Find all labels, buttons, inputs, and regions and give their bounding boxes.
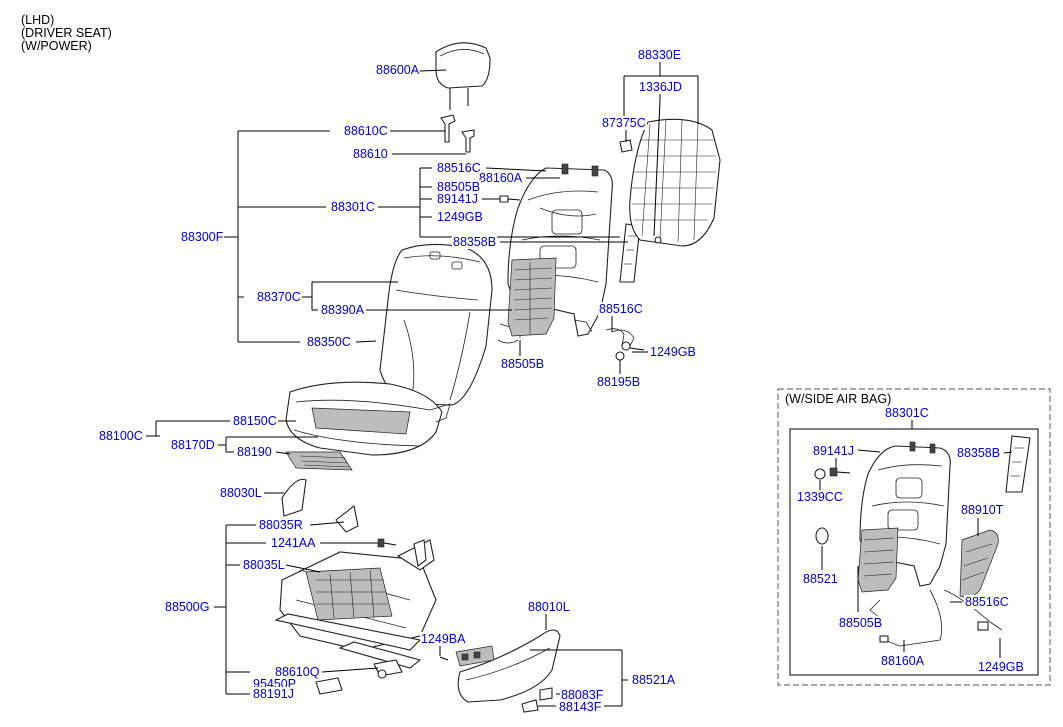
callout-88350c[interactable]: 88350C xyxy=(306,335,352,349)
callout-88191j[interactable]: 88191J xyxy=(252,687,296,701)
inset-callout-1339cc[interactable]: 1339CC xyxy=(796,490,844,504)
inset-callout-88358b[interactable]: 88358B xyxy=(956,446,1002,460)
callout-1336jd[interactable]: 1336JD xyxy=(638,80,684,94)
callout-1249gb-top[interactable]: 1249GB xyxy=(436,210,484,224)
back-board-drawing xyxy=(619,118,721,247)
callout-88300f[interactable]: 88300F xyxy=(180,230,225,244)
callout-88150c[interactable]: 88150C xyxy=(232,414,278,428)
callout-1249gb-mid[interactable]: 1249GB xyxy=(649,345,697,359)
seat-track-drawing xyxy=(274,539,437,669)
callout-1249ba[interactable]: 1249BA xyxy=(420,632,467,646)
inset-callout-88516c[interactable]: 88516C xyxy=(964,595,1010,609)
callout-1241aa[interactable]: 1241AA xyxy=(270,536,317,550)
inset-callout-88521[interactable]: 88521 xyxy=(802,572,839,586)
inset-title: (W/SIDE AIR BAG) xyxy=(784,392,893,406)
inset-callout-88505b[interactable]: 88505B xyxy=(838,616,884,630)
callout-88600a[interactable]: 88600A xyxy=(375,63,421,77)
callout-88170d[interactable]: 88170D xyxy=(170,438,216,452)
callout-88505b-top[interactable]: 88505B xyxy=(436,180,482,194)
callout-88035r[interactable]: 88035R xyxy=(258,518,304,532)
callout-88083f[interactable]: 88083F xyxy=(560,688,605,702)
callout-88035l[interactable]: 88035L xyxy=(242,558,286,572)
callout-88516c-mid[interactable]: 88516C xyxy=(598,302,644,316)
inset-drawing xyxy=(777,388,1051,686)
callout-88610[interactable]: 88610 xyxy=(352,147,389,161)
callout-88195b[interactable]: 88195B xyxy=(596,375,642,389)
motor-module-drawing xyxy=(315,659,403,695)
note-power: (W/POWER) xyxy=(21,39,92,53)
callout-88100c[interactable]: 88100C xyxy=(98,429,144,443)
callout-88160a-top[interactable]: 88160A xyxy=(478,171,524,185)
leader-lines xyxy=(146,62,699,707)
inset-callout-1249gb[interactable]: 1249GB xyxy=(977,660,1025,674)
side-shield-88030l-drawing xyxy=(281,478,307,517)
cushion-mat-drawing xyxy=(285,451,353,471)
inset-callout-88160a[interactable]: 88160A xyxy=(880,654,926,668)
callout-88505b-mid[interactable]: 88505B xyxy=(500,357,546,371)
callout-88390a[interactable]: 88390A xyxy=(320,303,366,317)
callout-88010l[interactable]: 88010L xyxy=(527,600,571,614)
callout-88330e[interactable]: 88330E xyxy=(637,48,683,62)
callout-88610c[interactable]: 88610C xyxy=(343,124,389,138)
seat-cushion-drawing xyxy=(285,381,451,456)
callout-88610q[interactable]: 88610Q xyxy=(274,665,321,679)
callout-88030l[interactable]: 88030L xyxy=(219,486,263,500)
inset-callout-88910t[interactable]: 88910T xyxy=(960,503,1005,517)
callout-88521a[interactable]: 88521A xyxy=(631,673,677,687)
callout-88143f[interactable]: 88143F xyxy=(558,700,603,714)
callout-88500g[interactable]: 88500G xyxy=(164,600,211,614)
bolt-1241aa-drawing xyxy=(377,538,397,548)
seatback-cover-drawing xyxy=(379,243,493,406)
outer-shield-88010l-drawing xyxy=(439,629,561,713)
note-lhd: (LHD) xyxy=(21,13,55,27)
headrest-drawing xyxy=(435,42,491,153)
callout-89141j-top[interactable]: 89141J xyxy=(436,192,480,206)
callout-87375c[interactable]: 87375C xyxy=(601,116,647,130)
inset-callout-89141j[interactable]: 89141J xyxy=(812,444,856,458)
bracket-88035r-drawing xyxy=(335,505,359,533)
callout-88190[interactable]: 88190 xyxy=(236,445,273,459)
note-driver-seat: (DRIVER SEAT) xyxy=(21,26,112,40)
inset-callout-88301c[interactable]: 88301C xyxy=(884,406,930,420)
callout-88301c-top[interactable]: 88301C xyxy=(330,200,376,214)
callout-88516c-top[interactable]: 88516C xyxy=(436,161,482,175)
callout-88358b-top[interactable]: 88358B xyxy=(452,235,498,249)
callout-88370c[interactable]: 88370C xyxy=(256,290,302,304)
lumbar-plate-drawing xyxy=(497,257,557,344)
